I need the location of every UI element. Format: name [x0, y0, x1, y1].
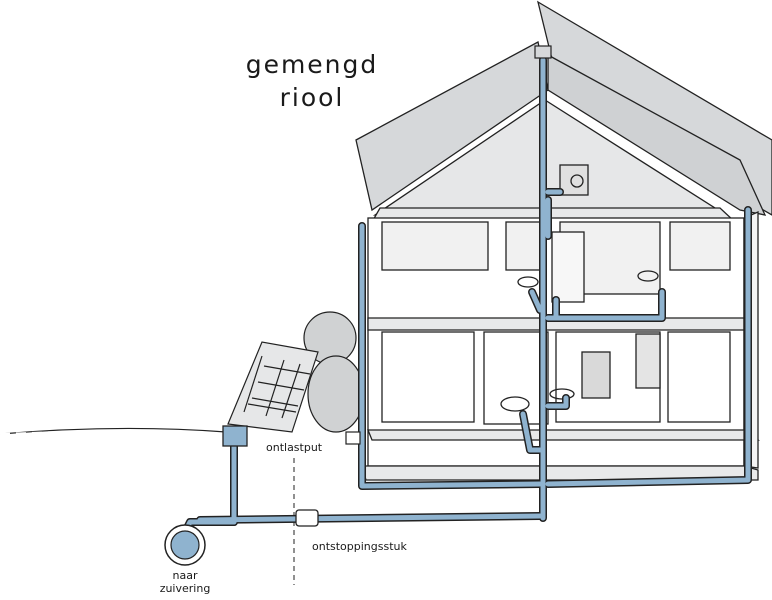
toilet-top: [517, 276, 539, 288]
title-line-1: gemengd: [245, 50, 379, 79]
toilet-ground: [500, 396, 530, 412]
washing-machine: [559, 164, 589, 196]
patio-grid-v2: [265, 359, 285, 417]
label-naar-zuivering: naar zuivering: [150, 569, 220, 595]
roof-vent-cap: [534, 45, 552, 59]
overflow-box: [345, 431, 361, 445]
label-ontstoppingsstuk: ontstoppingsstuk: [312, 540, 407, 553]
label-naar: naar: [172, 569, 198, 582]
bush-bottom: [307, 355, 365, 433]
patio: [227, 341, 319, 433]
ontstoppingsstuk-box: [295, 509, 319, 527]
patio-grid-v1: [243, 355, 263, 413]
floor-ground: [367, 429, 761, 441]
patio-grid-h1: [251, 397, 299, 407]
label-ontlastput: ontlastput: [266, 441, 323, 454]
patio-grid-v3: [281, 363, 301, 419]
title-line-2: riool: [279, 83, 345, 112]
toilet-top-right: [637, 270, 659, 282]
ground-line: [0, 427, 227, 435]
room-ground-1: [381, 331, 475, 423]
room-ground-2: [483, 331, 549, 425]
washing-machine-door: [570, 174, 584, 188]
roof-right-edge: [547, 53, 767, 216]
diagram-title: gemengd riool: [232, 48, 392, 114]
patio-grid-h3: [263, 365, 311, 375]
bathtub-boiler: [551, 231, 585, 303]
cabinet: [581, 351, 611, 399]
ground-line-dash: [0, 431, 61, 435]
room-ground-4: [667, 331, 731, 423]
fridge: [635, 333, 661, 389]
house: [355, 0, 772, 481]
garden: [227, 311, 365, 433]
patio-grid-h2: [257, 381, 305, 391]
room-top-4: [669, 221, 731, 271]
pipes: [182, 56, 752, 534]
patio-grid: [247, 403, 297, 413]
room-top-1: [381, 221, 489, 271]
label-zuivering: zuivering: [159, 582, 211, 595]
zuivering-outlet-inner: [170, 530, 200, 560]
ontlastput-box: [222, 425, 248, 447]
